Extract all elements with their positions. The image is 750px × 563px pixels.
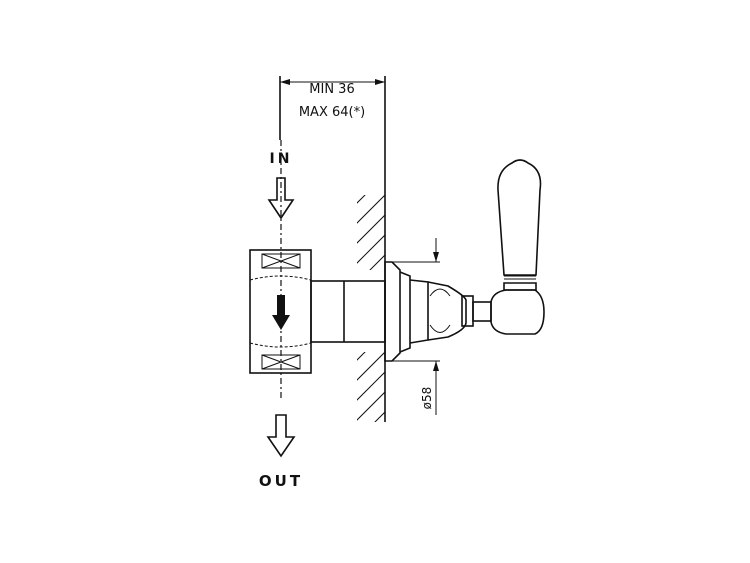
escutcheon [384,261,492,362]
depth-dimension: MIN 36 MAX 64(*) [279,76,386,195]
inlet-arrow-icon [267,177,295,220]
wall-section [357,195,386,422]
min-depth-label: MIN 36 [309,82,354,97]
outlet-arrow-icon [266,414,296,458]
valve-body [249,249,386,374]
diameter-label: ø58 [420,387,434,410]
flow-direction-arrow-icon [272,295,290,330]
outlet-label: OUT [259,472,303,490]
max-depth-label: MAX 64(*) [299,105,365,120]
inlet-label: IN [270,151,293,167]
diameter-dimension: ø58 [392,238,440,415]
lever-handle[interactable] [490,159,545,335]
